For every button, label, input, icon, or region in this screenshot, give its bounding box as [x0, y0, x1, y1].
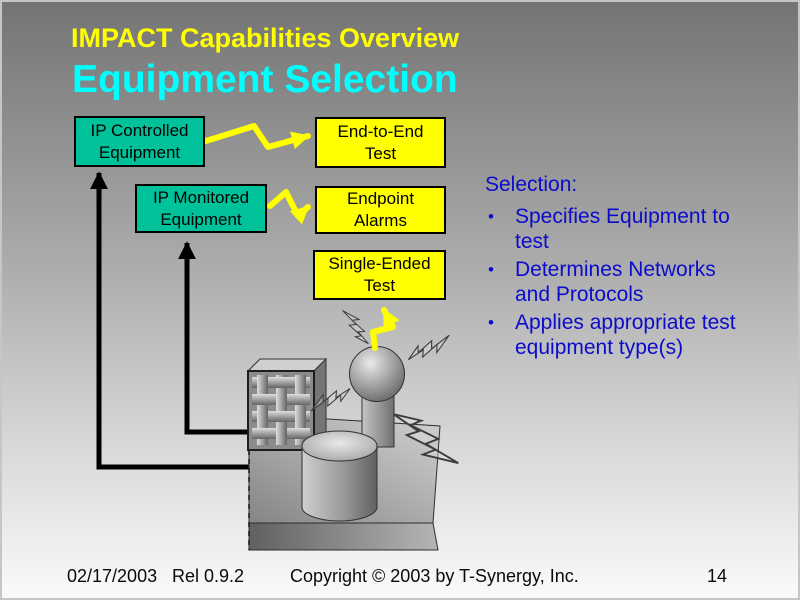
bullet-text: Specifies Equipment to test: [515, 205, 730, 253]
bullet-item: • Applies appropriate test equipment typ…: [485, 310, 757, 360]
woven-panel-top: [246, 358, 328, 372]
black-arrows: [90, 171, 253, 470]
lightning-bolt-icon: [404, 328, 455, 368]
connector-ip-controlled-to-end-to-end: [203, 123, 311, 150]
slide-footer: 02/17/2003 Rel 0.9.2 Copyright © 2003 by…: [2, 566, 798, 592]
bullet-text: Determines Networks and Protocols: [515, 258, 716, 306]
woven-panel: [246, 357, 328, 452]
node-ip-controlled-equipment: IP Controlled Equipment: [74, 116, 205, 167]
lightning-bolt-icon: [337, 305, 375, 348]
yellow-connectors: [203, 123, 400, 351]
woven-pattern: [252, 375, 310, 445]
bullet-dot: •: [488, 260, 494, 279]
sphere: [349, 346, 405, 402]
bullet-text: Applies appropriate test equipment type(…: [515, 311, 736, 359]
equipment-graphic: [246, 305, 467, 551]
footer-date: 02/17/2003: [67, 566, 158, 586]
footer-release: Rel 0.9.2: [172, 566, 245, 586]
cylinder: [301, 430, 378, 522]
connector-sphere-to-single-ended: [370, 307, 400, 351]
platform-front: [248, 522, 439, 551]
connector-ip-monitored-to-endpoint-alarms: [267, 189, 311, 225]
arrow-equipment-to-ip-controlled: [90, 171, 253, 470]
selection-panel: Selection: • Specifies Equipment to test…: [485, 172, 757, 363]
page-title: Equipment Selection: [72, 58, 458, 101]
selection-heading: Selection:: [485, 173, 578, 196]
arrow-equipment-to-ip-monitored: [178, 241, 248, 435]
bullet-item: • Specifies Equipment to test: [485, 204, 757, 254]
footer-page-number: 14: [707, 566, 728, 586]
footer-copyright: Copyright © 2003 by T-Synergy, Inc.: [290, 566, 579, 586]
cylinder-body: [301, 445, 378, 522]
bullet-dot: •: [488, 207, 494, 226]
bullet-item: • Determines Networks and Protocols: [485, 257, 757, 307]
node-end-to-end-test: End-to-End Test: [315, 117, 446, 168]
slide-overline: IMPACT Capabilities Overview: [71, 23, 460, 53]
node-endpoint-alarms: Endpoint Alarms: [315, 186, 446, 234]
node-single-ended-test: Single-Ended Test: [313, 250, 446, 300]
node-ip-monitored-equipment: IP Monitored Equipment: [135, 184, 267, 233]
cylinder-top: [301, 430, 378, 462]
bullet-dot: •: [488, 313, 494, 332]
